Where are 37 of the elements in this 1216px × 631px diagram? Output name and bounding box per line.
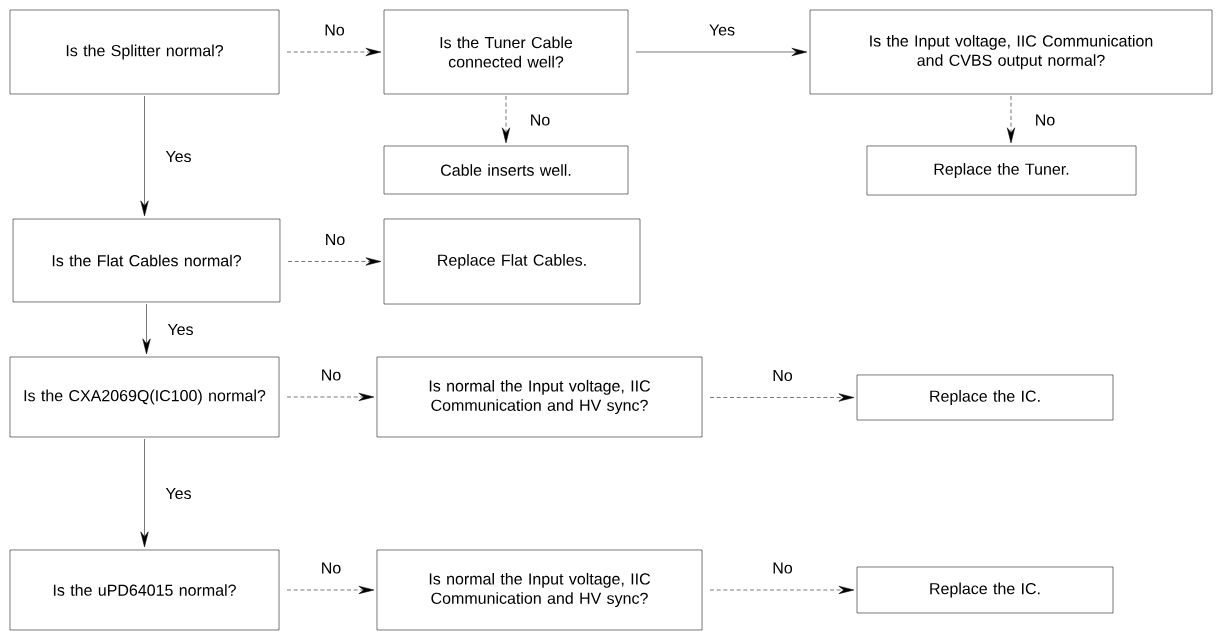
edge-label: No [326, 233, 345, 246]
edge-label: No [773, 562, 793, 574]
arrow [709, 393, 855, 402]
process-box: Cable inserts well. [383, 145, 629, 195]
decision-box: Is normal the Input voltage, IIC Communication and HV sync? [376, 549, 703, 631]
edge-label: No [322, 369, 341, 381]
arrow [286, 47, 382, 57]
decision-box: Is the Flat Cables normal? [12, 218, 281, 303]
edge-label: Yes [709, 24, 735, 36]
process-box: Replace the IC. [856, 374, 1114, 421]
process-box: Replace Flat Cables. [383, 218, 641, 305]
arrow [286, 392, 375, 402]
arrow [286, 585, 375, 595]
edge-label: No [1036, 114, 1055, 126]
decision-box: Is the uPD64015 normal? [9, 549, 280, 631]
arrow [501, 95, 511, 144]
process-box: Replace the IC. [856, 566, 1114, 614]
edge-label: No [531, 114, 550, 126]
edge-label: Yes [167, 323, 193, 336]
arrow [287, 257, 382, 266]
decision-box: Is the CXA2069Q(IC100) normal? [9, 356, 280, 438]
arrow [142, 303, 151, 355]
decision-box: Is the Splitter normal? [9, 9, 280, 95]
process-box: Replace the Tuner. [866, 145, 1137, 196]
edge-label: Yes [165, 150, 191, 163]
edge-label: No [773, 369, 793, 382]
arrow [140, 438, 149, 548]
decision-box: Is the Input voltage, IIC Communication and CVBS output normal? [809, 9, 1213, 95]
decision-box: Is normal the Input voltage, IIC Communication and HV sync? [376, 356, 703, 438]
arrow [1006, 95, 1016, 144]
arrow [140, 95, 149, 217]
arrow [709, 585, 855, 595]
arrow [635, 47, 808, 57]
edge-label: Yes [165, 487, 191, 500]
decision-box: Is the Tuner Cable connected well? [383, 9, 629, 95]
edge-label: No [325, 24, 345, 36]
edge-label: No [322, 562, 341, 574]
